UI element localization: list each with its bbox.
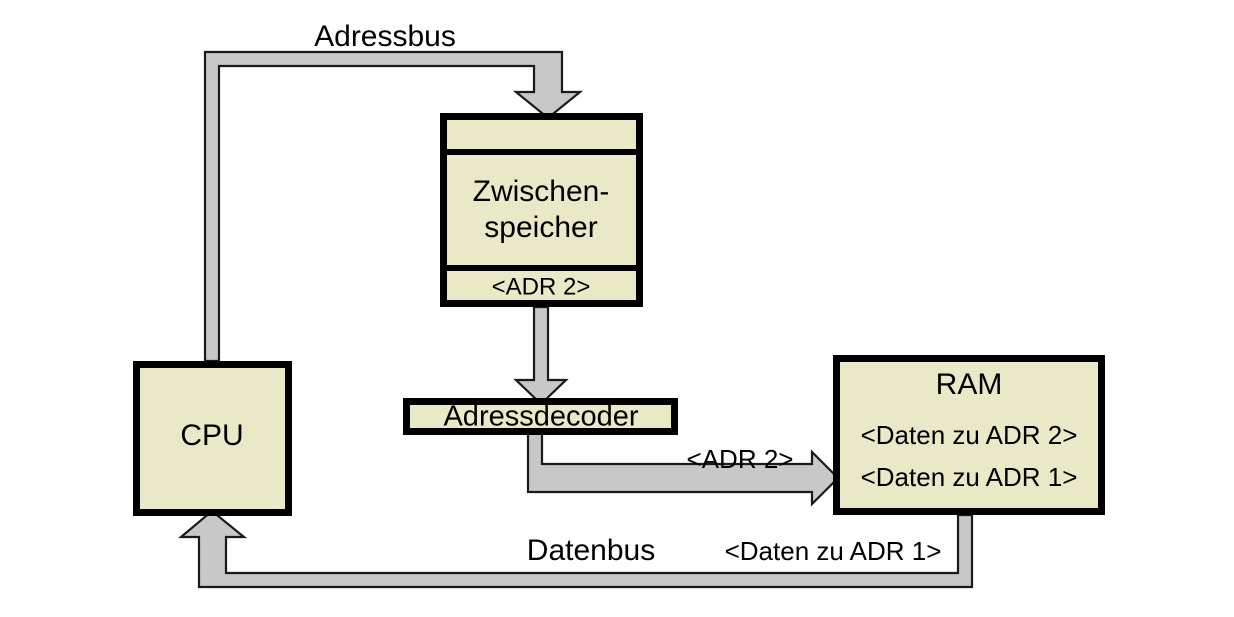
node-zwischenspeicher[interactable]: Zwischen- speicher <ADR 2> [440,113,643,307]
zwischenspeicher-label-line1: Zwischen- [473,175,610,208]
datenbus-band [177,509,974,589]
ram-row-1: <Daten zu ADR 2> [861,420,1078,450]
zwischenspeicher-section-bottom: <ADR 2> [492,273,591,300]
node-cpu[interactable]: CPU [133,361,292,516]
adressdecoder-box[interactable] [403,398,678,435]
decoder-ram-label: <ADR 2> [687,444,794,474]
zwischenspeicher-label-line2: speicher [484,211,597,244]
bus-adressdecoder-to-ram [526,431,840,507]
cpu-box[interactable] [133,361,292,516]
cpu-label: CPU [180,419,243,452]
node-ram[interactable]: RAM <Daten zu ADR 2> <Daten zu ADR 1> [833,355,1105,515]
bus-datenbus [177,509,974,589]
bus-zwischenspeicher-to-adressdecoder [513,305,569,406]
decoder-ram-band [526,431,840,507]
zwischenspeicher-box[interactable] [440,113,643,307]
ram-row-2: <Daten zu ADR 1> [861,462,1078,492]
adressbus-band [203,50,584,363]
datenbus-label: Datenbus [527,534,655,567]
adressdecoder-label: Adressdecoder [443,401,638,433]
datenbus-payload-label: <Daten zu ADR 1> [725,536,942,566]
ram-label: RAM [936,368,1003,401]
bus-adressbus [203,50,584,363]
ram-box[interactable] [833,355,1105,515]
node-adressdecoder[interactable]: Adressdecoder [403,398,678,435]
zs-decoder-band [513,305,569,406]
adressbus-label: Adressbus [314,20,456,53]
